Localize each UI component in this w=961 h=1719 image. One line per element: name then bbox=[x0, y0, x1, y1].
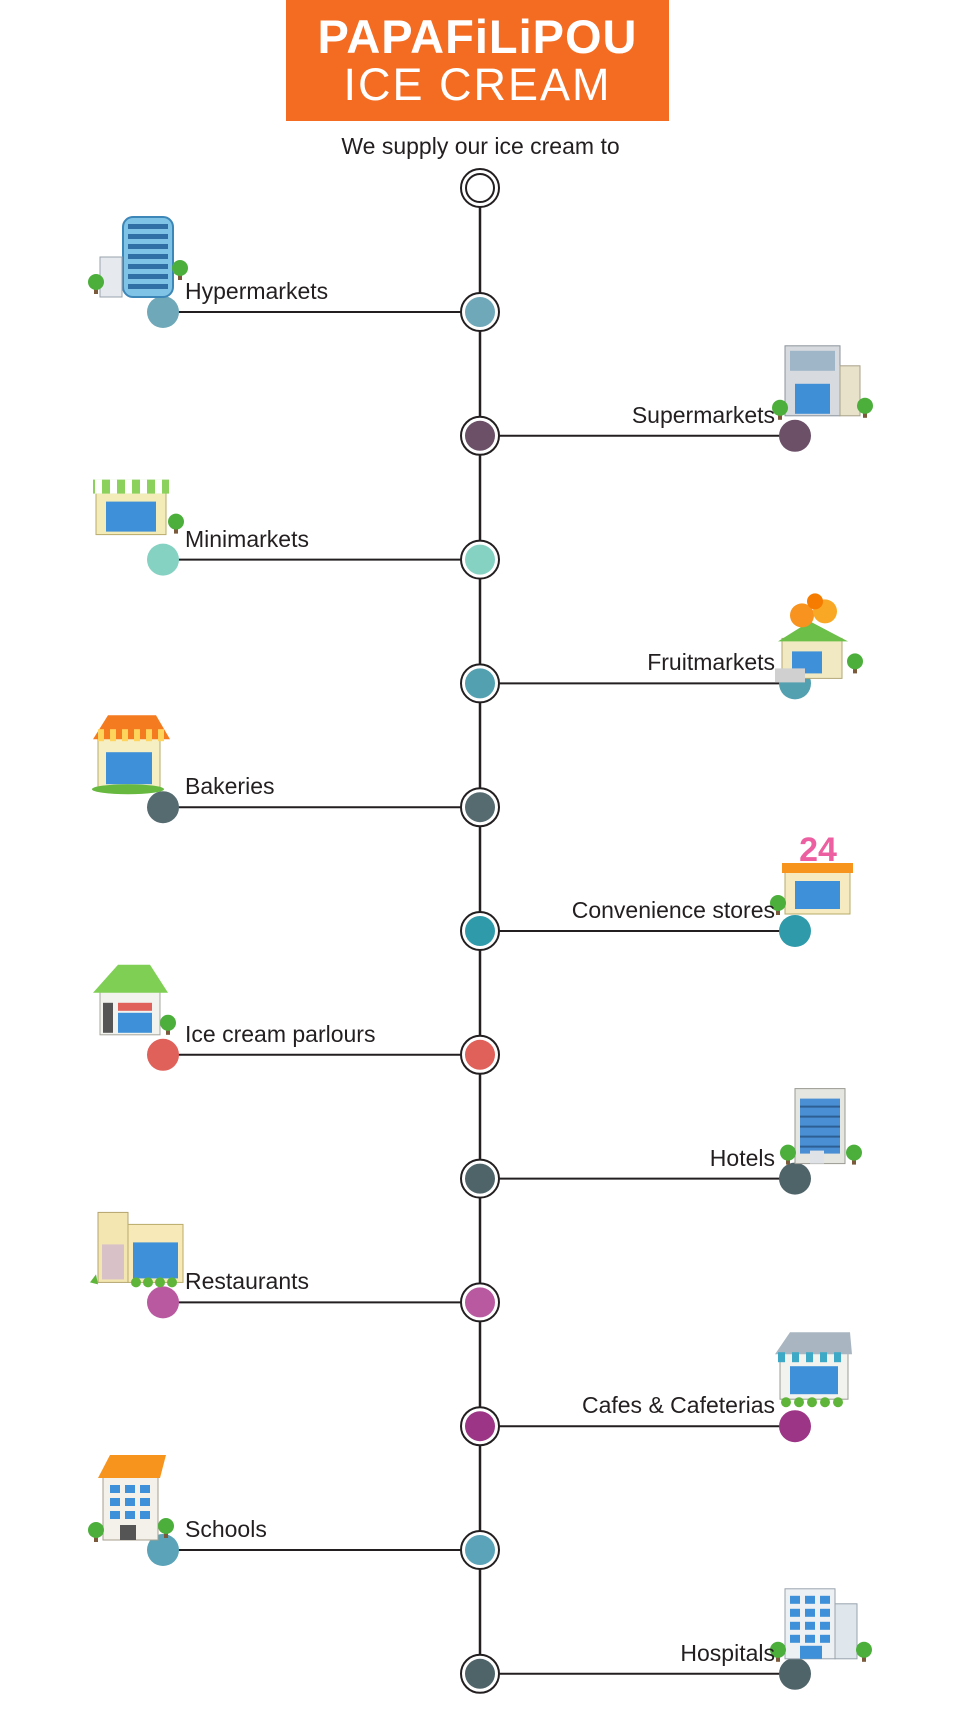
end-dot-restaurants bbox=[147, 1286, 179, 1319]
label-hotels: Hotels bbox=[709, 1144, 775, 1171]
hotel-building-icon bbox=[780, 1088, 862, 1165]
label-fruitmarkets: Fruitmarkets bbox=[647, 649, 775, 676]
hospital-building-icon bbox=[770, 1588, 872, 1662]
label-hospitals: Hospitals bbox=[680, 1639, 775, 1666]
spine-node-hotels bbox=[465, 1163, 495, 1194]
product-name: ICE CREAM bbox=[343, 59, 612, 110]
start-node bbox=[465, 173, 495, 203]
spine-node-cafes-cafeterias bbox=[465, 1411, 495, 1442]
end-dot-minimarkets bbox=[147, 543, 179, 576]
spine-node-bakeries bbox=[465, 792, 495, 823]
end-dot-supermarkets bbox=[779, 419, 811, 452]
supermarket-building-icon bbox=[772, 345, 873, 420]
end-dot-ice-cream-parlours bbox=[147, 1038, 179, 1071]
label-restaurants: Restaurants bbox=[185, 1268, 310, 1295]
spine-node-minimarkets bbox=[465, 544, 495, 575]
store-24-icon: 24 bbox=[770, 831, 853, 915]
spine-node-hypermarkets bbox=[465, 297, 495, 327]
spine-node-supermarkets bbox=[465, 420, 495, 451]
restaurant-building-icon bbox=[90, 1211, 184, 1288]
spine-node-fruitmarkets bbox=[465, 668, 495, 699]
label-cafes-cafeterias: Cafes & Cafeterias bbox=[581, 1392, 775, 1419]
office-tower-icon bbox=[88, 216, 188, 298]
label-convenience-stores: Convenience stores bbox=[571, 897, 775, 923]
end-dot-cafes-cafeterias bbox=[779, 1410, 811, 1443]
spine-node-ice-cream-parlours bbox=[465, 1039, 495, 1070]
end-dot-hotels bbox=[779, 1162, 811, 1195]
label-bakeries: Bakeries bbox=[185, 773, 275, 800]
end-dot-convenience-stores bbox=[779, 915, 811, 947]
school-building-icon bbox=[88, 1455, 174, 1542]
cafe-shop-icon bbox=[775, 1332, 852, 1408]
spine-node-convenience-stores bbox=[465, 916, 495, 946]
end-dot-hypermarkets bbox=[147, 296, 179, 328]
brand-name: PAPAFiLiPOU bbox=[317, 10, 638, 63]
spine-node-restaurants bbox=[465, 1287, 495, 1318]
svg-text:24: 24 bbox=[799, 831, 837, 869]
page-subtitle: We supply our ice cream to bbox=[341, 133, 620, 159]
label-minimarkets: Minimarkets bbox=[185, 525, 309, 552]
label-hypermarkets: Hypermarkets bbox=[185, 278, 329, 304]
end-dot-bakeries bbox=[147, 791, 179, 824]
label-supermarkets: Supermarkets bbox=[631, 401, 775, 428]
label-schools: Schools bbox=[185, 1516, 267, 1542]
bakery-shop-icon bbox=[92, 715, 170, 795]
end-dot-schools bbox=[147, 1534, 179, 1566]
end-dot-hospitals bbox=[779, 1657, 811, 1690]
brand-header: PAPAFiLiPOU ICE CREAM bbox=[286, 0, 669, 121]
spine-node-hospitals bbox=[465, 1658, 495, 1689]
parlour-shop-icon bbox=[93, 964, 176, 1036]
label-ice-cream-parlours: Ice cream parlours bbox=[185, 1020, 376, 1047]
fruit-shop-icon bbox=[775, 593, 863, 683]
spine-node-schools bbox=[465, 1535, 495, 1565]
minimarket-shop-icon bbox=[93, 479, 184, 536]
